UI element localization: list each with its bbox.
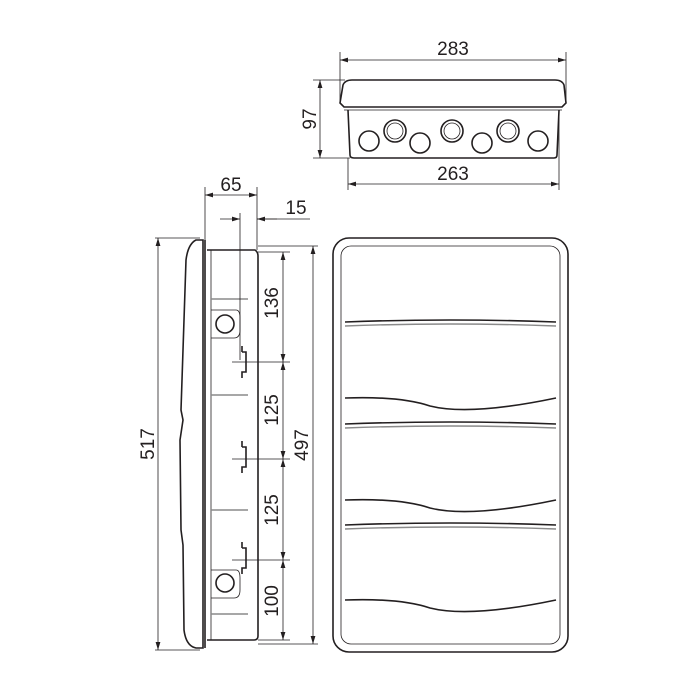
dim-box-width: 263 xyxy=(437,164,469,185)
side-view: 65 15 517 497 136 125 125 100 xyxy=(138,175,318,651)
dim-segment-1: 136 xyxy=(262,287,283,319)
dim-depth: 97 xyxy=(300,108,321,129)
dim-lid-width: 283 xyxy=(437,39,469,60)
dim-segment-4: 100 xyxy=(262,585,283,617)
dim-box-height: 497 xyxy=(292,429,313,461)
dim-total-depth: 65 xyxy=(220,175,241,196)
top-view: 283 263 97 xyxy=(300,39,567,190)
front-view xyxy=(332,237,569,653)
knockout-holes xyxy=(358,119,549,154)
dim-segment-2: 125 xyxy=(262,394,283,426)
dim-rail-offset: 15 xyxy=(285,198,306,219)
dim-segment-3: 125 xyxy=(262,494,283,526)
dim-total-height: 517 xyxy=(138,428,159,460)
